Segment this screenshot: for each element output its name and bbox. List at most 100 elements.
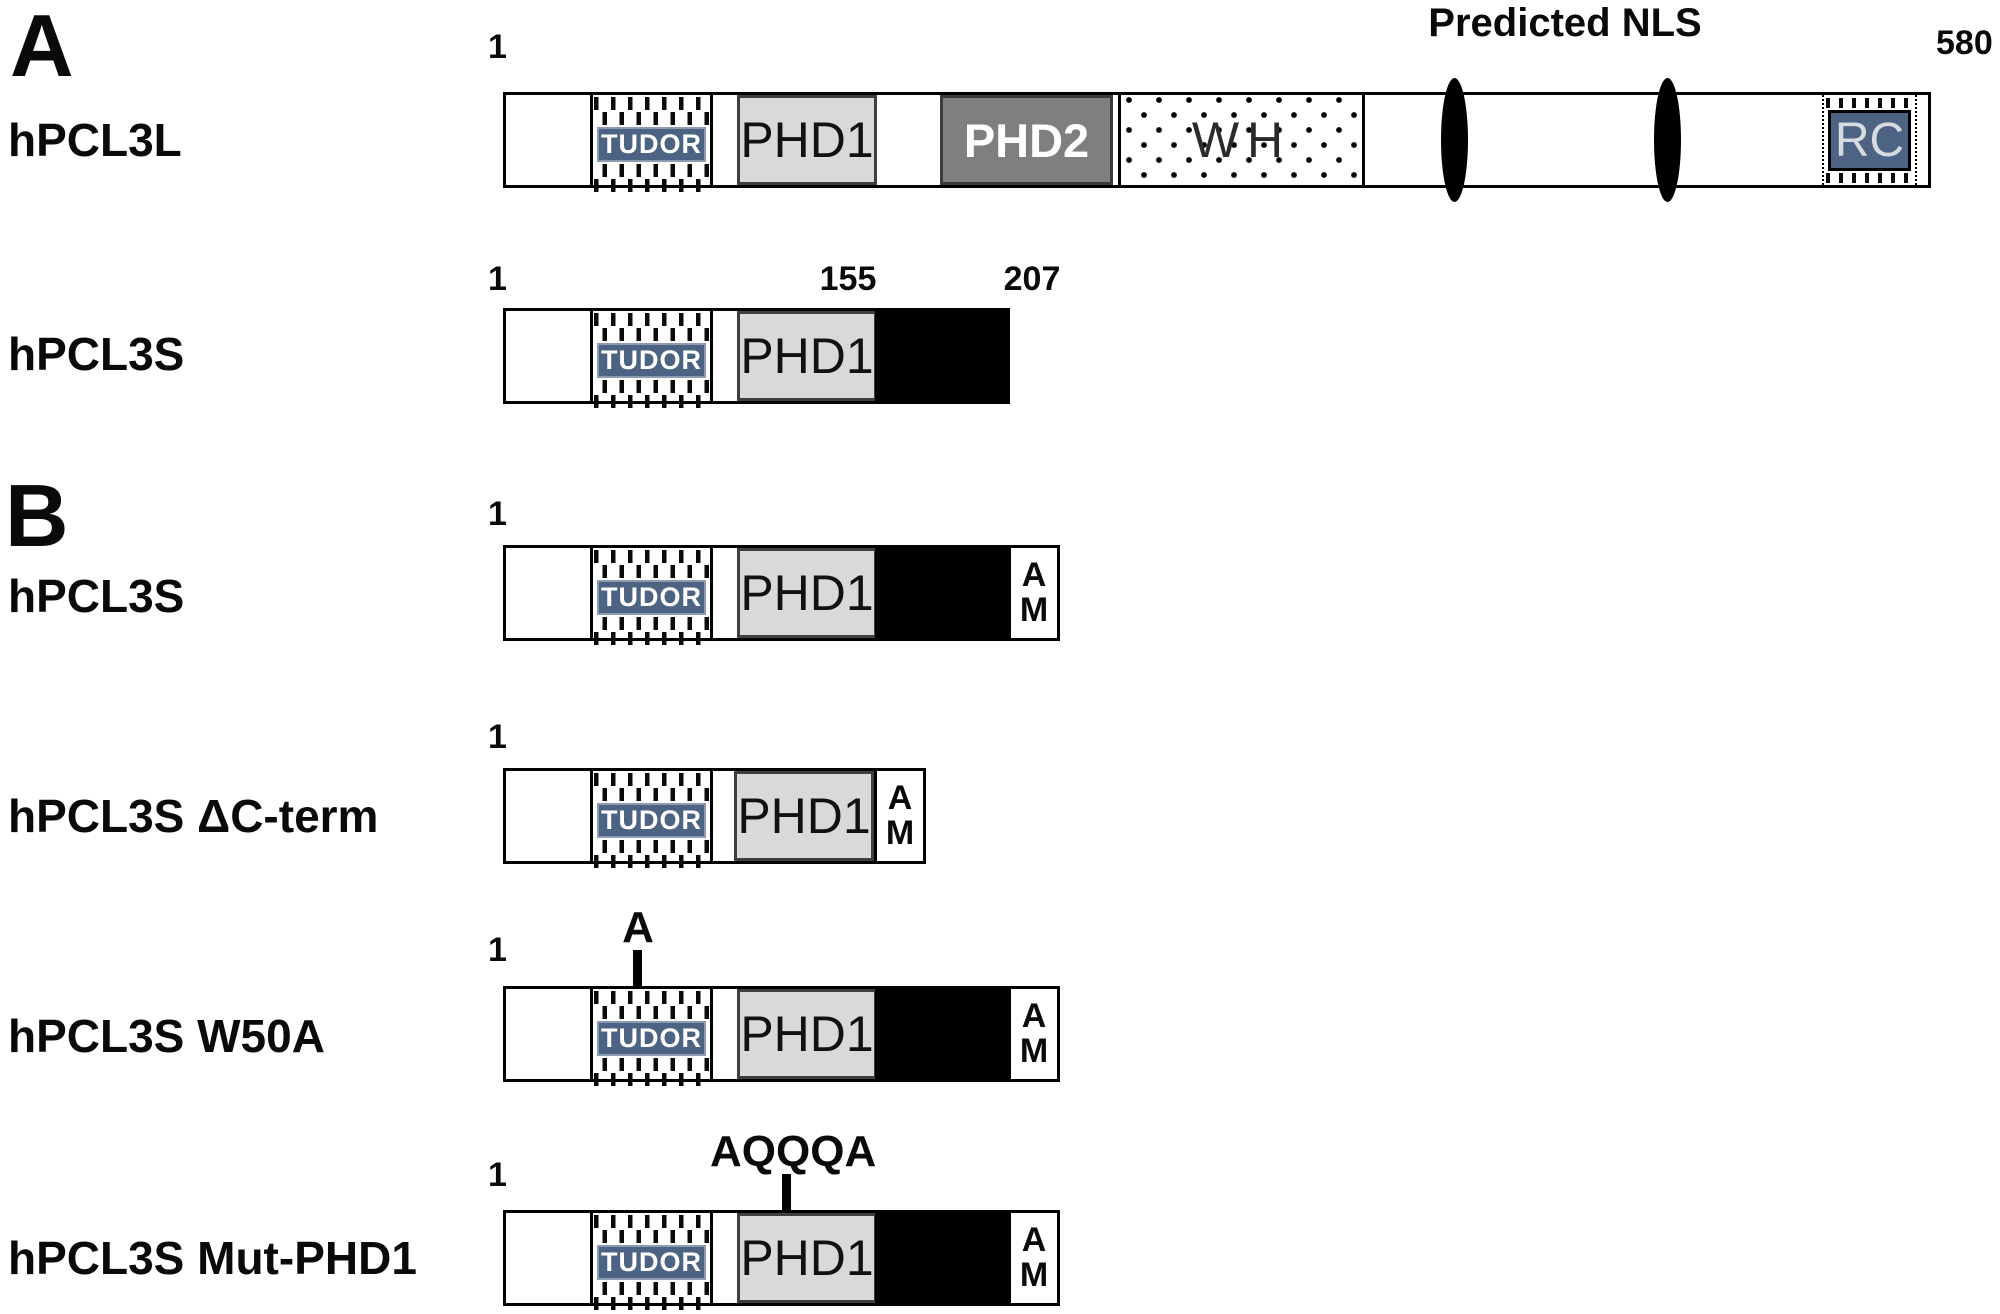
phd2-domain: PHD2 xyxy=(940,95,1113,185)
phd1-label: PHD1 xyxy=(740,328,874,384)
am-tag-letter-m: M xyxy=(1019,1032,1049,1070)
am-tag: A M xyxy=(1008,986,1060,1082)
tudor-pattern xyxy=(594,112,709,125)
tudor-label: TUDOR xyxy=(597,127,706,162)
tudor-domain: TUDOR xyxy=(590,1213,713,1310)
phd1-label: PHD1 xyxy=(737,788,871,844)
hpcl3l-start-residue-label: 1 xyxy=(488,28,507,66)
protein-bar-delta-cterm: TUDOR PHD1 xyxy=(503,768,877,868)
tudor-pattern xyxy=(594,395,709,408)
tudor-pattern xyxy=(594,1006,709,1019)
cterm-black-segment xyxy=(875,989,1007,1079)
tudor-pattern xyxy=(594,179,709,192)
am-tag: A M xyxy=(874,768,926,864)
phd1-domain: PHD1 xyxy=(737,95,877,185)
tudor-pattern xyxy=(594,991,709,1004)
tudor-pattern xyxy=(594,1230,709,1243)
tudor-label: TUDOR xyxy=(597,343,706,378)
wh-domain: WH xyxy=(1118,95,1365,185)
cterm-black-segment xyxy=(875,311,1007,401)
tudor-domain: TUDOR xyxy=(590,311,713,408)
am-tag-letter-m: M xyxy=(1019,1256,1049,1294)
tudor-pattern xyxy=(594,1058,709,1071)
am-tag-letter-a: A xyxy=(1021,1221,1047,1260)
tudor-domain: TUDOR xyxy=(590,548,713,645)
tudor-domain: TUDOR xyxy=(590,771,713,868)
w50a-start-residue-label: 1 xyxy=(488,931,507,969)
cterm-black-segment xyxy=(875,1213,1007,1303)
rc-pattern xyxy=(1826,98,1913,108)
tudor-label: TUDOR xyxy=(597,1245,706,1280)
tudor-pattern xyxy=(594,550,709,563)
mut-phd1-start-residue-label: 1 xyxy=(488,1156,507,1194)
tudor-pattern xyxy=(594,632,709,645)
mutation-tick-w50a xyxy=(633,950,642,988)
row-label-delta-cterm: hPCL3S ΔC-term xyxy=(8,790,379,842)
phd1-label: PHD1 xyxy=(740,112,874,168)
phd1-domain: PHD1 xyxy=(737,548,877,638)
tudor-pattern xyxy=(594,788,709,801)
tudor-pattern xyxy=(594,1073,709,1086)
tudor-pattern xyxy=(594,164,709,177)
protein-bar-mut-phd1: TUDOR PHD1 xyxy=(503,1210,1010,1310)
tudor-pattern xyxy=(594,840,709,853)
am-tag-letter-m: M xyxy=(1019,591,1049,629)
tudor-pattern xyxy=(594,1215,709,1228)
hpcl3s-start-residue-label: 1 xyxy=(488,260,507,298)
protein-bar-hpcl3s-a: TUDOR PHD1 xyxy=(503,308,1010,408)
tudor-pattern xyxy=(594,1282,709,1295)
tudor-pattern xyxy=(594,565,709,578)
row-label-hpcl3s-b: hPCL3S xyxy=(8,570,185,622)
tudor-label: TUDOR xyxy=(597,1021,706,1056)
nls-ellipse-2 xyxy=(1654,78,1681,202)
mutation-label-mut-phd1: AQQQA xyxy=(710,1127,877,1176)
phd2-label: PHD2 xyxy=(963,113,1090,167)
protein-bar-w50a: TUDOR PHD1 xyxy=(503,986,1010,1086)
mutation-label-w50a: A xyxy=(622,903,654,952)
row-label-w50a: hPCL3S W50A xyxy=(8,1010,325,1062)
row-label-mut-phd1: hPCL3S Mut-PHD1 xyxy=(8,1232,417,1284)
rc-label: RC xyxy=(1828,110,1911,171)
hpcl3l-end-residue-label: 580 xyxy=(1936,24,1993,62)
phd1-domain: PHD1 xyxy=(737,989,877,1079)
am-tag: A M xyxy=(1008,1210,1060,1306)
am-tag-letter-m: M xyxy=(885,814,915,852)
tudor-label: TUDOR xyxy=(597,580,706,615)
mutation-tick-mut-phd1 xyxy=(782,1174,791,1212)
phd1-domain: PHD1 xyxy=(737,1213,877,1303)
panel-a-label: A xyxy=(10,0,74,95)
tudor-pattern xyxy=(594,617,709,630)
nls-ellipse-1 xyxy=(1441,78,1468,202)
tudor-pattern xyxy=(594,380,709,393)
predicted-nls-label: Predicted NLS xyxy=(1428,1,1702,45)
am-tag: A M xyxy=(1008,545,1060,641)
tudor-label: TUDOR xyxy=(597,803,706,838)
cterm-black-segment xyxy=(875,548,1007,638)
protein-bar-hpcl3s-b: TUDOR PHD1 xyxy=(503,545,1010,645)
am-tag-letter-a: A xyxy=(887,779,913,818)
phd1-label: PHD1 xyxy=(740,565,874,621)
tudor-pattern xyxy=(594,97,709,110)
delta-cterm-start-residue-label: 1 xyxy=(488,718,507,756)
protein-bar-hpcl3l: TUDOR PHD1 PHD2 WH RC xyxy=(503,78,1931,202)
hpcl3s-residue-155-label: 155 xyxy=(819,260,877,298)
phd1-label: PHD1 xyxy=(740,1230,874,1286)
phd1-domain: PHD1 xyxy=(737,311,877,401)
tudor-pattern xyxy=(594,773,709,786)
row-label-hpcl3s-a: hPCL3S xyxy=(8,328,185,380)
tudor-pattern xyxy=(594,328,709,341)
tudor-domain: TUDOR xyxy=(590,95,713,192)
tudor-pattern xyxy=(594,1297,709,1310)
wh-label: WH xyxy=(1191,112,1292,168)
panel-b-label: B xyxy=(5,466,69,565)
phd1-domain: PHD1 xyxy=(734,771,874,861)
hpcl3s-b-start-residue-label: 1 xyxy=(488,495,507,533)
phd1-label: PHD1 xyxy=(740,1006,874,1062)
rc-pattern xyxy=(1826,173,1913,183)
rc-domain: RC xyxy=(1822,95,1917,185)
tudor-pattern xyxy=(594,313,709,326)
tudor-pattern xyxy=(594,855,709,868)
hpcl3s-end-residue-label: 207 xyxy=(1003,260,1061,298)
tudor-domain: TUDOR xyxy=(590,989,713,1086)
